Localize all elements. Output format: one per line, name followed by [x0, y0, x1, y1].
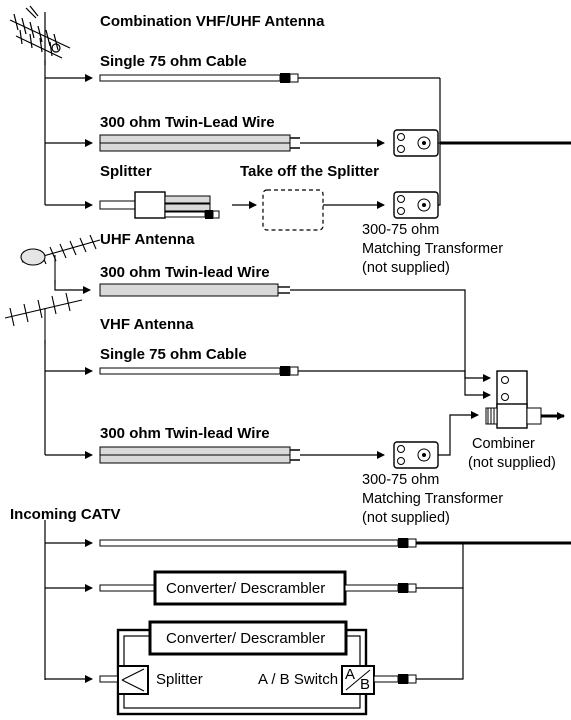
- twinlead-uhf-label: 300 ohm Twin-lead Wire: [100, 264, 270, 281]
- coax-cable-top: [99, 73, 299, 83]
- combination-antenna-icon: [9, 5, 71, 65]
- matching-transformer-icon: [393, 441, 439, 469]
- coax-cable-catv: [99, 538, 417, 548]
- match2-label-line1: 300-75 ohm: [362, 472, 440, 488]
- combiner-label-line2: (not supplied): [468, 455, 556, 471]
- twinlead-vhf-label: 300 ohm Twin-lead Wire: [100, 425, 270, 442]
- converter-descrambler-box: [153, 570, 347, 606]
- ab-switch-b-letter: B: [360, 676, 371, 693]
- ab-switch-a-letter: A: [345, 666, 356, 683]
- match2-label-line3: (not supplied): [362, 510, 450, 526]
- vhf-antenna-icon: [4, 292, 83, 345]
- twin-lead-top: [99, 134, 300, 152]
- match1-label-line1: 300-75 ohm: [362, 222, 440, 238]
- combo-antenna-label: Combination VHF/UHF Antenna: [100, 13, 325, 30]
- matching-transformer-icon: [393, 191, 439, 219]
- uhf-antenna-label: UHF Antenna: [100, 231, 195, 248]
- twin-lead-vhf: [99, 446, 300, 464]
- combiner-icon: [485, 370, 542, 429]
- vhf-antenna-label: VHF Antenna: [100, 316, 194, 333]
- incoming-catv-label: Incoming CATV: [10, 506, 121, 523]
- single75-vhf-label: Single 75 ohm Cable: [100, 346, 247, 363]
- match1-label-line2: Matching Transformer: [362, 241, 504, 257]
- single75-top-label: Single 75 ohm Cable: [100, 53, 247, 70]
- ab-switch-label: A / B Switch: [258, 671, 339, 688]
- removed-splitter-outline: [262, 189, 324, 231]
- splitter-bottom-label: Splitter: [156, 671, 203, 688]
- converter-descrambler-box-2: [148, 620, 348, 656]
- converter-descrambler-label: Converter/ Descrambler: [166, 580, 326, 597]
- match2-label-line2: Matching Transformer: [362, 491, 504, 507]
- splitter-icon: [99, 191, 220, 219]
- takeoff-splitter-label: Take off the Splitter: [240, 163, 379, 180]
- splitter-icon: [117, 665, 149, 695]
- combiner-label-line1: Combiner: [472, 436, 535, 452]
- twinlead-top-label: 300 ohm Twin-Lead Wire: [100, 114, 275, 131]
- converter-descrambler-label-2: Converter/ Descrambler: [166, 630, 326, 647]
- uhf-antenna-icon: [20, 234, 101, 285]
- twin-lead-uhf: [99, 283, 290, 297]
- match1-label-line3: (not supplied): [362, 260, 450, 276]
- coax-cable-vhf: [99, 366, 299, 376]
- splitter-top-label: Splitter: [100, 163, 152, 180]
- matching-transformer-icon: [393, 129, 439, 157]
